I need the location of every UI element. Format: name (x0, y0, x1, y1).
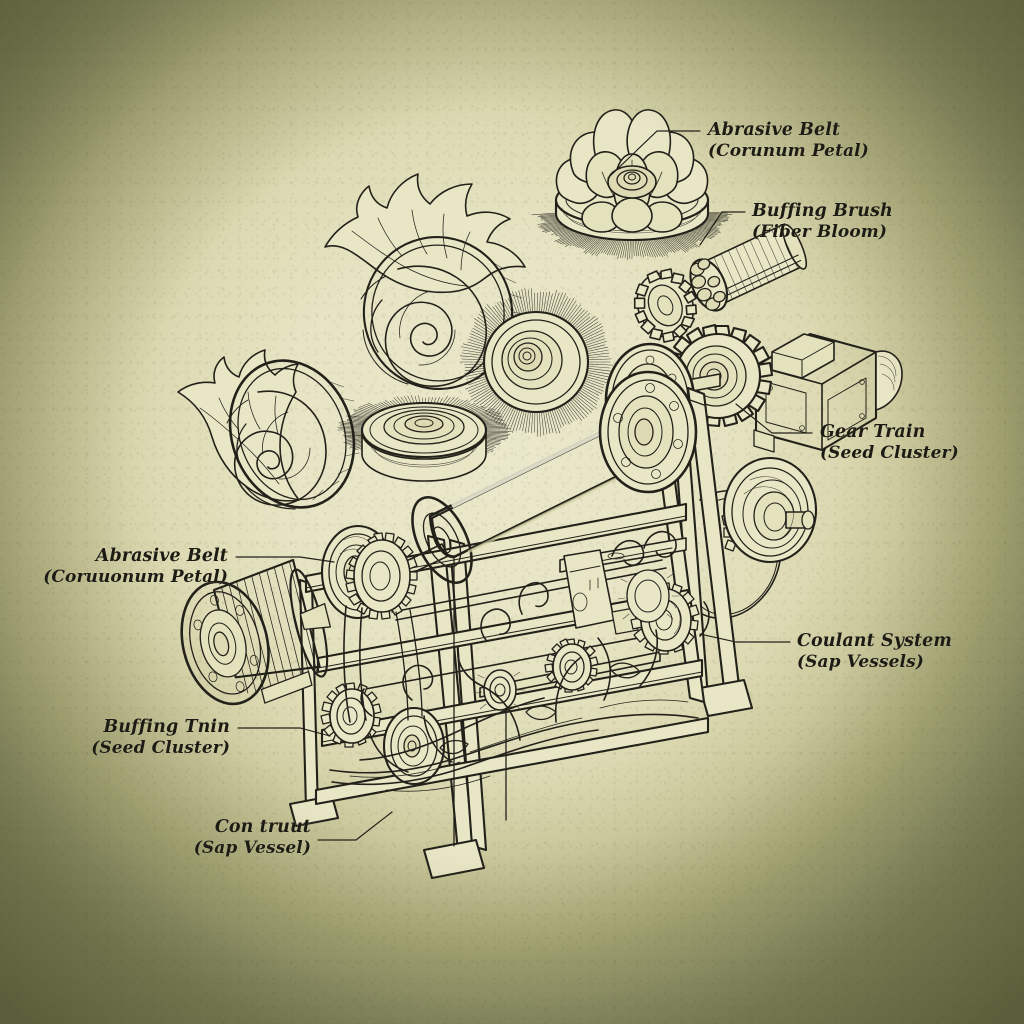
annotation-subtitle: (Sap Vessels) (797, 652, 924, 673)
annotation-coolant-vessel: Con truut(Sap Vessel) (0, 816, 311, 859)
annotation-title: Con truut (214, 817, 311, 837)
annotation-subtitle: (Seed Cluster) (820, 443, 959, 464)
leader-lines (235, 130, 813, 841)
annotation-subtitle: (Seed Cluster) (91, 738, 230, 759)
leader-line-coolant-system (699, 633, 791, 643)
annotation-abrasive-belt-left: Abrasive Belt(Coruuonum Petal) (0, 545, 228, 588)
annotation-buffing-brush: Buffing Brush(Fiber Bloom) (752, 200, 893, 243)
annotation-subtitle: (Sap Vessel) (193, 838, 311, 859)
annotation-title: Abrasive Belt (95, 546, 228, 566)
annotation-subtitle: (Corunum Petal) (708, 141, 869, 162)
annotation-title: Buffing Brush (752, 201, 893, 221)
annotation-gear-train: Gear Train(Seed Cluster) (820, 421, 959, 464)
annotation-coolant-system: Coulant System(Sap Vessels) (797, 630, 952, 673)
fiber-bloom-lotus-brush (531, 109, 733, 261)
annotation-title: Abrasive Belt (708, 120, 841, 140)
annotation-title: Coulant System (797, 631, 953, 651)
annotation-title: Gear Train (820, 422, 926, 442)
annotation-abrasive-belt-top: Abrasive Belt(Corunum Petal) (708, 119, 869, 162)
annotation-title: Buffing Tnin (103, 717, 230, 737)
annotation-subtitle: (Fiber Bloom) (752, 222, 887, 243)
leader-line-abrasive-belt-left (235, 556, 335, 563)
annotation-subtitle: (Coruuonum Petal) (43, 567, 228, 588)
annotation-buffing-train: Buffing Tnin(Seed Cluster) (0, 716, 230, 759)
